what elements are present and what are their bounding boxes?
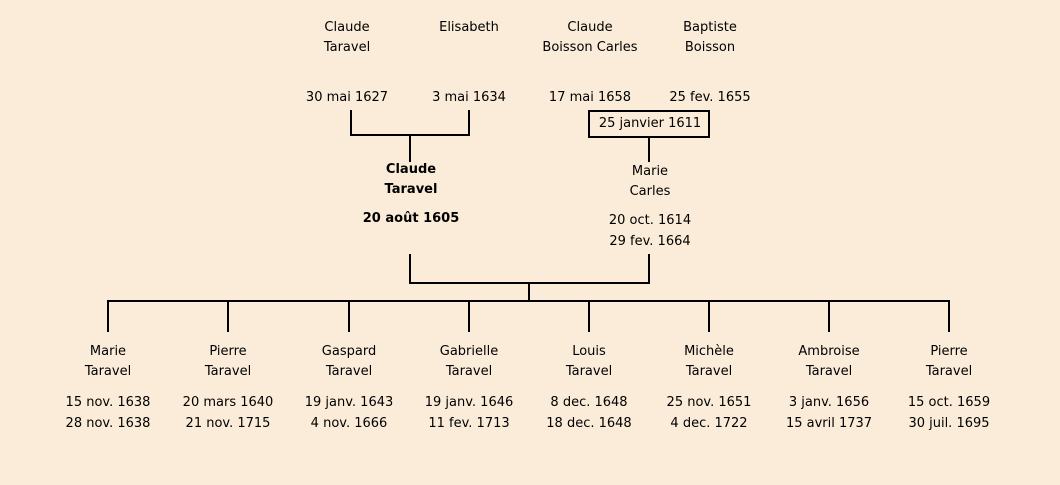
couple2-left-line	[588, 110, 590, 138]
person-date: 25 fev. 1655	[669, 90, 751, 105]
couple2-right-line	[708, 110, 710, 138]
person-name-line2: Taravel	[685, 364, 733, 379]
person-birth-date: 15 nov. 1638	[65, 395, 151, 410]
child8-drop-line	[948, 302, 950, 332]
person-name-line2: Taravel	[325, 364, 373, 379]
person-birth-date: 20 mars 1640	[182, 395, 274, 410]
father-claude-taravel: Claude Taravel 20 août 1605	[331, 160, 491, 229]
person-name-line2: Taravel	[445, 364, 493, 379]
ancestor-elisabeth: Elisabeth 3 mai 1634	[389, 18, 549, 108]
couple1-right-line	[468, 110, 470, 136]
person-date: 17 mai 1658	[548, 90, 632, 105]
person-name-line1: Marie	[89, 344, 127, 359]
child6-drop-line	[708, 302, 710, 332]
siblings-rail-line	[107, 300, 950, 302]
child1-drop-line	[107, 302, 109, 332]
person-date: 3 mai 1634	[432, 90, 506, 105]
child7-drop-line	[828, 302, 830, 332]
child4-drop-line	[468, 302, 470, 332]
person-name-line2: Boisson	[684, 40, 736, 55]
ancestor-baptiste-boisson: Baptiste Boisson 25 fev. 1655	[630, 18, 790, 108]
marriage-date: 25 janvier 1611	[598, 116, 702, 131]
person-birth-date: 20 oct. 1614	[608, 213, 692, 228]
person-name-line1: Louis	[572, 344, 606, 359]
ancestor-claude-boisson-carles: Claude Boisson Carles 17 mai 1658	[510, 18, 670, 108]
person-date: 20 août 1605	[362, 211, 460, 226]
child-michele-taravel: Michèle Taravel 25 nov. 1651 4 dec. 1722	[649, 342, 769, 434]
child-marie-taravel: Marie Taravel 15 nov. 1638 28 nov. 1638	[48, 342, 168, 434]
person-name-line2: Taravel	[565, 364, 613, 379]
couple3-drop-line	[528, 284, 530, 302]
child5-drop-line	[588, 302, 590, 332]
person-name-line1: Pierre	[930, 344, 968, 359]
person-name-line2: Taravel	[384, 182, 438, 197]
person-name-line2: Taravel	[805, 364, 853, 379]
couple3-join-line	[409, 282, 650, 284]
person-birth-date: 25 nov. 1651	[666, 395, 752, 410]
couple2-top-line	[588, 110, 710, 112]
child2-drop-line	[227, 302, 229, 332]
person-name-line1: Claude	[324, 20, 370, 35]
person-death-date: 30 juil. 1695	[908, 416, 990, 431]
person-name-line2: Carles	[629, 184, 671, 199]
child3-drop-line	[348, 302, 350, 332]
person-death-date: 4 dec. 1722	[670, 416, 748, 431]
couple1-join-line	[350, 134, 470, 136]
person-name-line1: Pierre	[209, 344, 247, 359]
person-death-date: 11 fev. 1713	[428, 416, 510, 431]
child-pierre-taravel-2: Pierre Taravel 15 oct. 1659 30 juil. 169…	[889, 342, 1009, 434]
couple2-drop-line	[648, 138, 650, 162]
person-death-date: 15 avril 1737	[785, 416, 873, 431]
person-name-line2: Taravel	[925, 364, 973, 379]
child-ambroise-taravel: Ambroise Taravel 3 janv. 1656 15 avril 1…	[769, 342, 889, 434]
person-name-line2: Taravel	[204, 364, 252, 379]
person-date: 30 mai 1627	[305, 90, 389, 105]
person-name-line1: Gabrielle	[439, 344, 499, 359]
person-name-line1: Claude	[567, 20, 613, 35]
couple1-drop-line	[409, 136, 411, 162]
child-gaspard-taravel: Gaspard Taravel 19 janv. 1643 4 nov. 166…	[289, 342, 409, 434]
child-pierre-taravel-1: Pierre Taravel 20 mars 1640 21 nov. 1715	[168, 342, 288, 434]
person-name-line1: Elisabeth	[439, 20, 499, 35]
couple3-right-line	[648, 254, 650, 284]
person-name-line1: Michèle	[684, 344, 734, 359]
person-name-line1: Claude	[385, 162, 437, 177]
person-death-date: 21 nov. 1715	[185, 416, 271, 431]
ancestor-claude-taravel: Claude Taravel 30 mai 1627	[267, 18, 427, 108]
mother-marie-carles: Marie Carles 20 oct. 1614 29 fev. 1664	[570, 162, 730, 252]
child-louis-taravel: Louis Taravel 8 dec. 1648 18 dec. 1648	[529, 342, 649, 434]
person-name-line1: Baptiste	[683, 20, 737, 35]
person-name-line1: Gaspard	[321, 344, 377, 359]
person-birth-date: 8 dec. 1648	[550, 395, 628, 410]
couple1-left-line	[350, 110, 352, 136]
person-name-line2: Taravel	[323, 40, 371, 55]
person-birth-date: 3 janv. 1656	[788, 395, 870, 410]
person-death-date: 28 nov. 1638	[65, 416, 151, 431]
child-gabrielle-taravel: Gabrielle Taravel 19 janv. 1646 11 fev. …	[409, 342, 529, 434]
person-name-line1: Ambroise	[798, 344, 860, 359]
person-name-line2: Boisson Carles	[542, 40, 638, 55]
person-death-date: 4 nov. 1666	[310, 416, 388, 431]
person-name-line1: Marie	[631, 164, 669, 179]
couple2-join-line	[588, 136, 710, 138]
couple3-left-line	[409, 254, 411, 284]
person-name-line2: Taravel	[84, 364, 132, 379]
person-birth-date: 15 oct. 1659	[907, 395, 991, 410]
person-birth-date: 19 janv. 1646	[424, 395, 514, 410]
person-death-date: 29 fev. 1664	[609, 234, 691, 249]
person-birth-date: 19 janv. 1643	[304, 395, 394, 410]
person-death-date: 18 dec. 1648	[546, 416, 632, 431]
